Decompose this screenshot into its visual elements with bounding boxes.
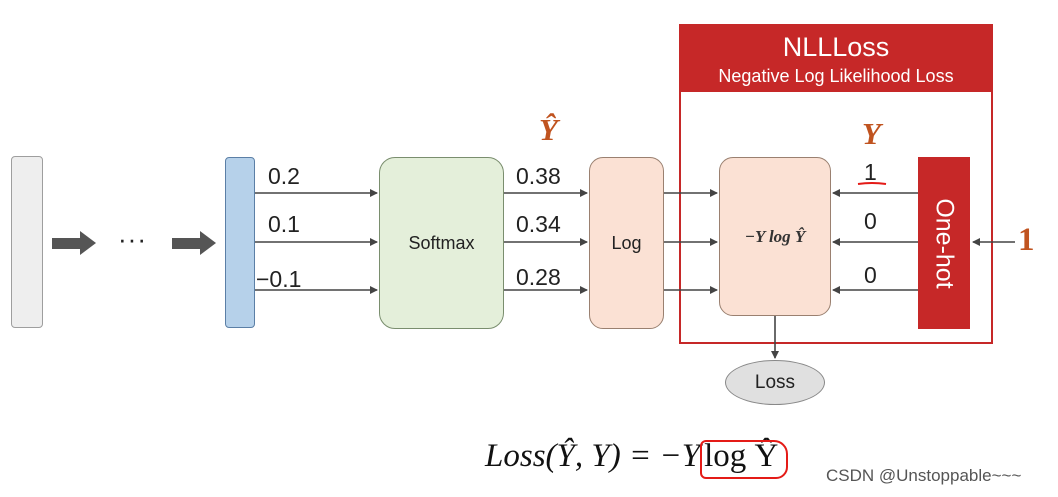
nll-loss-header: NLLLoss Negative Log Likelihood Loss	[681, 26, 991, 92]
class-index-input: 1	[1018, 222, 1035, 258]
flow-arrow-2	[172, 231, 216, 255]
onehot-box: One-hot	[918, 157, 970, 329]
probability-arrows	[504, 189, 588, 294]
logit-value: 0.2	[268, 163, 300, 189]
log-box: Log	[589, 157, 664, 329]
flow-arrow-1	[52, 231, 96, 255]
formula-eq: = −Y	[628, 438, 701, 474]
probability-value: 0.28	[516, 264, 561, 290]
input-layer	[11, 156, 43, 328]
target-value: 1	[864, 159, 877, 185]
softmax-label: Softmax	[408, 232, 475, 253]
logit-value: 0.1	[268, 211, 300, 237]
softmax-box: Softmax	[379, 157, 504, 329]
target-underline-annotation	[857, 182, 887, 185]
loss-output-label: Loss	[754, 371, 796, 393]
target-value: 0	[864, 262, 877, 288]
watermark: CSDN @Unstoppable~~~	[826, 466, 1022, 485]
y-hat-symbol: Ŷ	[539, 112, 558, 147]
output-layer	[225, 157, 255, 328]
logit-arrows	[255, 189, 378, 294]
formula-highlight: log Ŷ	[700, 438, 789, 479]
nll-loss-frame	[679, 24, 993, 344]
log-label: Log	[611, 232, 642, 253]
nll-loss-title: NLLLoss	[782, 32, 890, 62]
loss-function-box: −Y log Ŷ	[719, 157, 831, 316]
formula-lhs: Loss	[485, 438, 546, 474]
target-value: 0	[864, 208, 877, 234]
loss-output: Loss	[725, 360, 825, 405]
probability-value: 0.38	[516, 163, 561, 189]
logit-value: −0.1	[256, 266, 302, 292]
ellipsis: ···	[118, 224, 147, 254]
formula-args: (Ŷ, Y)	[545, 438, 621, 474]
target-arrows	[832, 189, 918, 294]
y-symbol: Y	[862, 116, 881, 151]
log-prob-arrows	[664, 189, 718, 294]
probability-value: 0.34	[516, 211, 561, 237]
onehot-label: One-hot	[930, 197, 959, 289]
nll-loss-subtitle: Negative Log Likelihood Loss	[718, 66, 954, 86]
loss-function-label: −Y log Ŷ	[744, 226, 806, 246]
